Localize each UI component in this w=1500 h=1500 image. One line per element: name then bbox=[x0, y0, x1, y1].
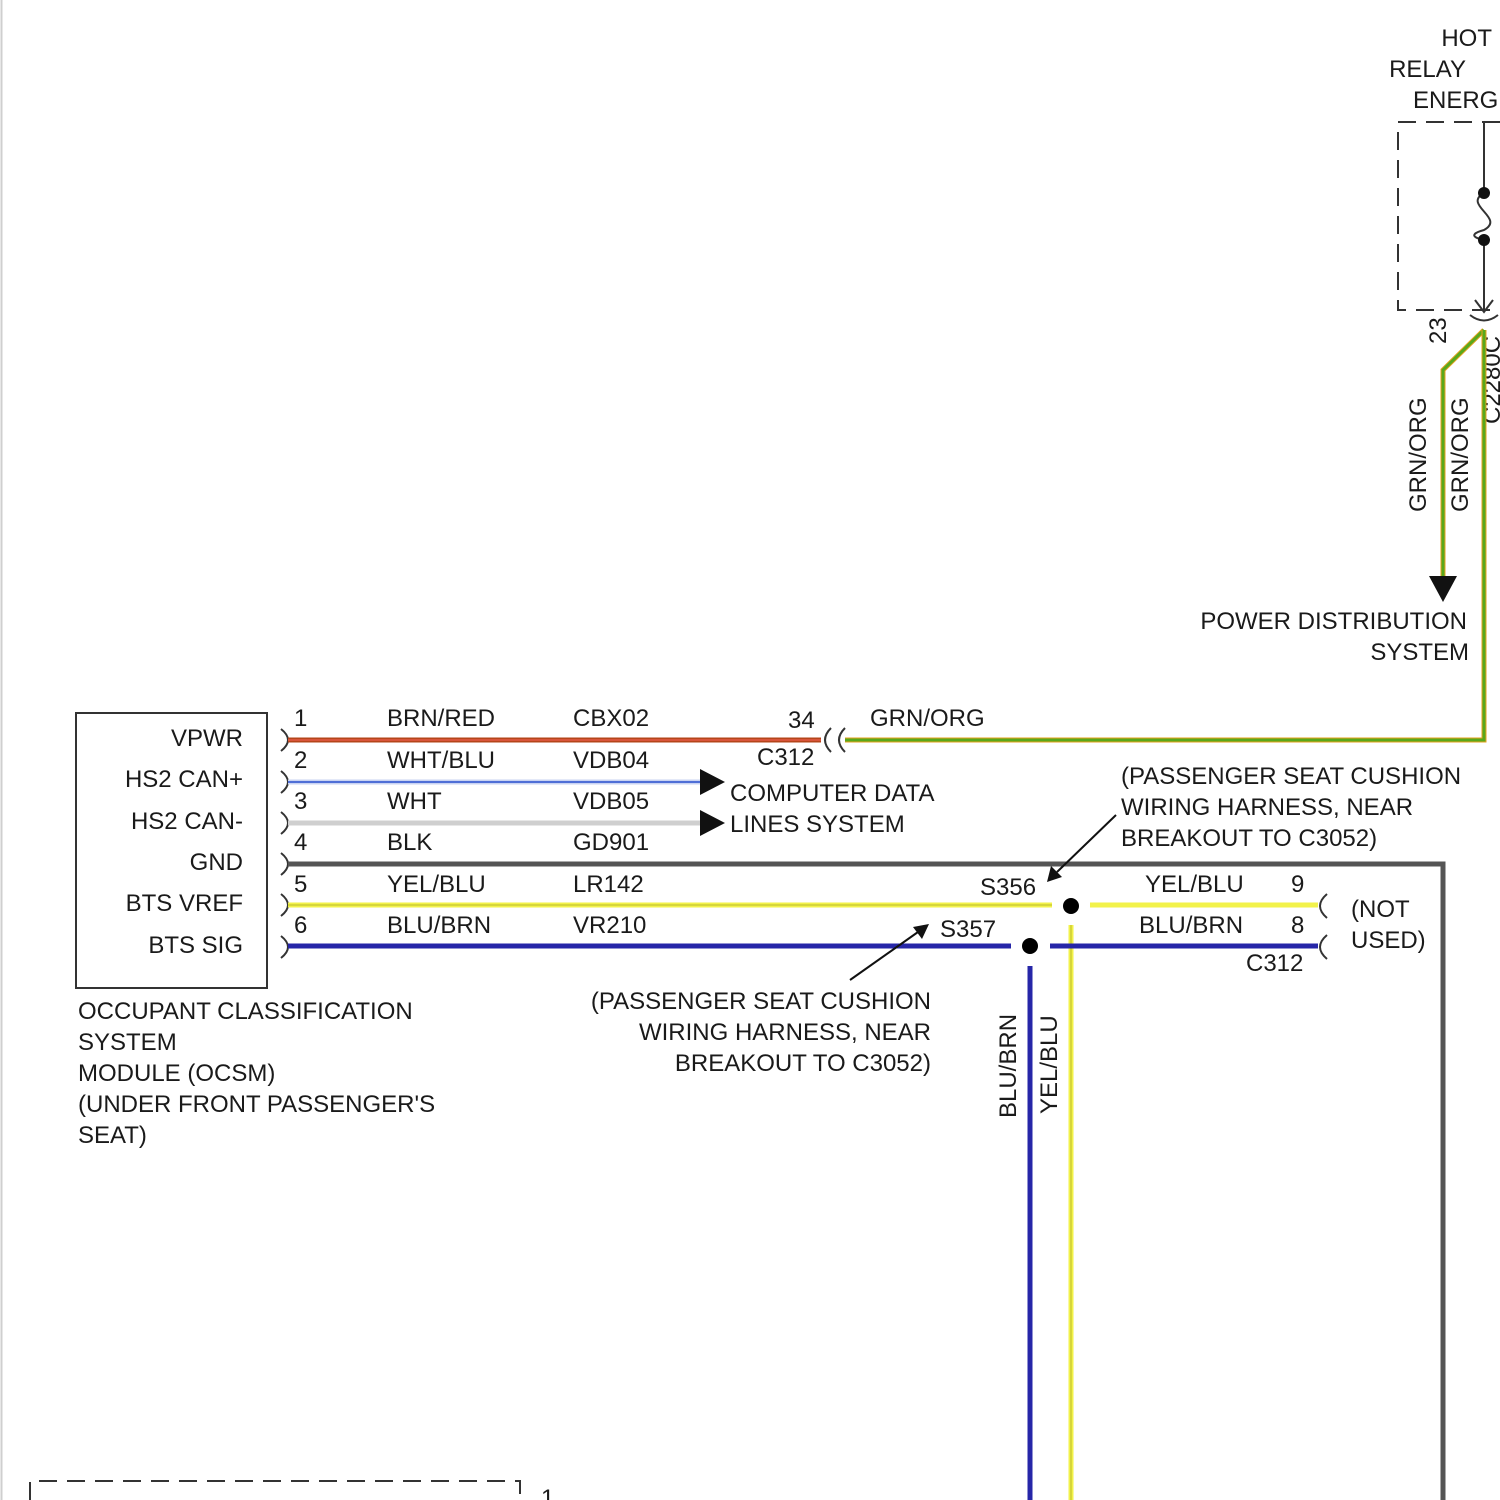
splice-s356-label: S356 bbox=[980, 874, 1036, 901]
fuse-node-top bbox=[1478, 187, 1490, 199]
c312b-pin-9: 9 bbox=[1291, 871, 1304, 898]
computer-data-line2: LINES SYSTEM bbox=[730, 811, 905, 838]
bottom-pin-1: 1 bbox=[541, 1485, 554, 1500]
relay-label: RELAY bbox=[1389, 56, 1466, 83]
relay-connector-symbol bbox=[1470, 315, 1498, 321]
wire-color-3: WHT bbox=[387, 788, 442, 815]
circuit-1: CBX02 bbox=[573, 705, 649, 732]
module-caption-line2: SYSTEM bbox=[78, 1029, 177, 1056]
splice-s356-dot bbox=[1063, 898, 1079, 914]
power-distribution-line1: POWER DISTRIBUTION bbox=[1200, 608, 1467, 635]
pin-num-4: 4 bbox=[294, 829, 307, 856]
wire-grn-org-main-stripe bbox=[845, 330, 1484, 740]
pin-name-gnd: GND bbox=[190, 849, 243, 876]
splice-note-left-line3: BREAKOUT TO C3052) bbox=[675, 1050, 931, 1077]
c312-connector-right bbox=[839, 728, 845, 752]
module-pin-symbols bbox=[281, 729, 288, 958]
pin-num-5: 5 bbox=[294, 871, 307, 898]
c312-wire-color: GRN/ORG bbox=[870, 705, 985, 732]
wire-color-1: BRN/RED bbox=[387, 705, 495, 732]
module-caption-line3: MODULE (OCSM) bbox=[78, 1060, 275, 1087]
c312b-connector-9 bbox=[1320, 894, 1327, 918]
relay-pin-23: 23 bbox=[1425, 317, 1452, 344]
leader-s357 bbox=[850, 932, 918, 980]
pin-name-hs2-can-plus: HS2 CAN+ bbox=[125, 766, 243, 793]
branch-label-left: GRN/ORG bbox=[1405, 397, 1432, 512]
module-caption-line4: (UNDER FRONT PASSENGER'S bbox=[78, 1091, 435, 1118]
module-caption-line1: OCCUPANT CLASSIFICATION bbox=[78, 998, 413, 1025]
wire-grn-org-main bbox=[845, 330, 1484, 740]
splice-s357-label: S357 bbox=[940, 916, 996, 943]
c312b-yel-label: YEL/BLU bbox=[1145, 871, 1244, 898]
circuit-4: GD901 bbox=[573, 829, 649, 856]
not-used-line2: USED) bbox=[1351, 927, 1426, 954]
c312b-connector-label: C312 bbox=[1246, 950, 1303, 977]
arrow-computer-data-2 bbox=[700, 810, 725, 836]
wire-color-4: BLK bbox=[387, 829, 432, 856]
c312b-connector-8 bbox=[1320, 935, 1327, 959]
circuit-6: VR210 bbox=[573, 912, 646, 939]
c312-pin-34: 34 bbox=[788, 707, 815, 734]
fuse-symbol bbox=[1474, 122, 1493, 312]
c312-connector-left bbox=[825, 728, 831, 752]
splice-note-left-line2: WIRING HARNESS, NEAR bbox=[639, 1019, 931, 1046]
wire-color-5: YEL/BLU bbox=[387, 871, 486, 898]
splice-note-right-line3: BREAKOUT TO C3052) bbox=[1121, 825, 1377, 852]
leader-s357-head bbox=[913, 924, 929, 939]
vertical-label-yel-blu: YEL/BLU bbox=[1036, 1015, 1063, 1114]
hot-label: HOT bbox=[1441, 25, 1492, 52]
c312b-blu-label: BLU/BRN bbox=[1139, 912, 1243, 939]
c312-label-top: C312 bbox=[757, 744, 814, 771]
pin-name-vpwr: VPWR bbox=[171, 725, 243, 752]
circuit-5: LR142 bbox=[573, 871, 644, 898]
splice-note-right-line1: (PASSENGER SEAT CUSHION bbox=[1121, 763, 1461, 790]
pin-num-6: 6 bbox=[294, 912, 307, 939]
energ-label: ENERG bbox=[1413, 87, 1498, 114]
not-used-line1: (NOT bbox=[1351, 896, 1410, 923]
module-caption-line5: SEAT) bbox=[78, 1122, 147, 1149]
pin-num-3: 3 bbox=[294, 788, 307, 815]
wire-color-6: BLU/BRN bbox=[387, 912, 491, 939]
c312b-pin-8: 8 bbox=[1291, 912, 1304, 939]
wire-color-2: WHT/BLU bbox=[387, 747, 495, 774]
splice-note-left-line1: (PASSENGER SEAT CUSHION bbox=[591, 988, 931, 1015]
power-distribution-line2: SYSTEM bbox=[1370, 639, 1469, 666]
pin-num-2: 2 bbox=[294, 747, 307, 774]
branch-label-right: GRN/ORG bbox=[1447, 397, 1474, 512]
pin-name-bts-vref: BTS VREF bbox=[126, 890, 243, 917]
fuse-node-bottom bbox=[1478, 234, 1490, 246]
circuit-3: VDB05 bbox=[573, 788, 649, 815]
splice-s357-dot bbox=[1022, 938, 1038, 954]
splice-note-right-line2: WIRING HARNESS, NEAR bbox=[1121, 794, 1413, 821]
computer-data-line1: COMPUTER DATA bbox=[730, 780, 934, 807]
arrow-down-power-distribution bbox=[1429, 576, 1457, 602]
pin-num-1: 1 bbox=[294, 705, 307, 732]
pin-name-bts-sig: BTS SIG bbox=[148, 932, 243, 959]
vertical-label-blu-brn: BLU/BRN bbox=[995, 1014, 1022, 1118]
arrow-computer-data-1 bbox=[700, 769, 725, 795]
bottom-dashed-box bbox=[30, 1481, 520, 1500]
circuit-2: VDB04 bbox=[573, 747, 649, 774]
pin-name-hs2-can-minus: HS2 CAN- bbox=[131, 808, 243, 835]
